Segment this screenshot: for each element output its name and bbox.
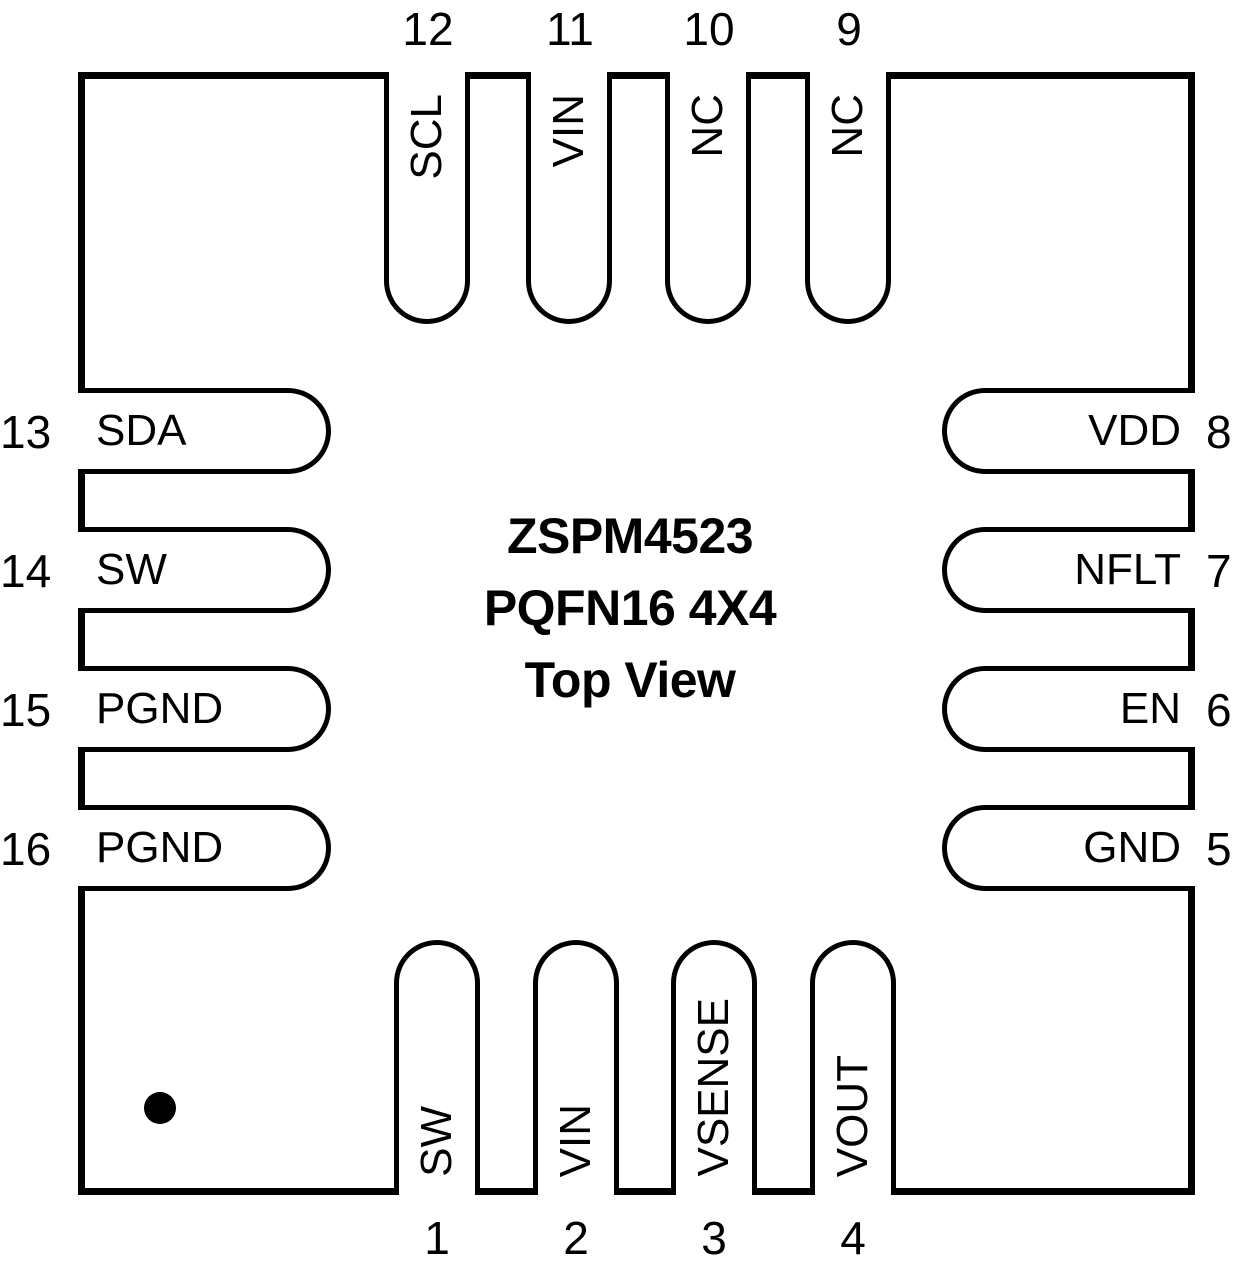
package-marking: ZSPM4523 PQFN16 4X4 Top View bbox=[330, 500, 930, 716]
marking-part-number: ZSPM4523 bbox=[506, 508, 754, 564]
pin-pad-16[interactable]: PGND bbox=[78, 805, 331, 891]
pin-pad-10[interactable]: NC bbox=[665, 72, 751, 324]
pin-pad-13[interactable]: SDA bbox=[78, 388, 331, 474]
pin-pad-9[interactable]: NC bbox=[805, 72, 891, 324]
pin-number-7: 7 bbox=[1206, 545, 1232, 597]
pin-pad-11[interactable]: VIN bbox=[526, 72, 612, 324]
pin-label-1: SW bbox=[412, 1106, 461, 1177]
pin-label-12: SCL bbox=[402, 94, 451, 180]
pin-label-14: SW bbox=[96, 545, 167, 594]
marking-view-orientation: Top View bbox=[524, 652, 736, 708]
pin-pad-3[interactable]: VSENSE bbox=[671, 940, 757, 1195]
pin-pad-15[interactable]: PGND bbox=[78, 666, 331, 752]
pin-pad-6[interactable]: EN bbox=[942, 666, 1195, 752]
package-body-outline bbox=[78, 72, 1195, 1195]
pin-label-11: VIN bbox=[544, 94, 593, 168]
pin-label-10: NC bbox=[683, 94, 732, 158]
pin-number-9: 9 bbox=[836, 3, 862, 55]
pin-label-9: NC bbox=[823, 94, 872, 158]
pin-number-8: 8 bbox=[1206, 406, 1232, 458]
pin-label-6: EN bbox=[1119, 684, 1181, 733]
pin-number-16: 16 bbox=[0, 823, 52, 875]
pin-number-6: 6 bbox=[1206, 684, 1232, 736]
pin-number-11: 11 bbox=[546, 3, 594, 55]
pin-label-5: GND bbox=[1083, 823, 1181, 872]
pin-pad-14[interactable]: SW bbox=[78, 527, 331, 613]
pin-number-4: 4 bbox=[840, 1212, 866, 1264]
pin-number-10: 10 bbox=[683, 3, 735, 55]
pin-label-3: VSENSE bbox=[689, 998, 738, 1177]
pin-pad-4[interactable]: VOUT bbox=[810, 940, 896, 1195]
pin-label-7: NFLT bbox=[1074, 545, 1181, 594]
pin1-indicator-dot bbox=[144, 1092, 176, 1124]
pin-number-15: 15 bbox=[0, 684, 52, 736]
pin-pad-1[interactable]: SW bbox=[394, 940, 480, 1195]
pin-label-4: VOUT bbox=[828, 1054, 877, 1177]
pin-number-14: 14 bbox=[0, 545, 52, 597]
pin-number-3: 3 bbox=[701, 1212, 727, 1264]
pin-label-16: PGND bbox=[96, 823, 224, 872]
pin-pad-2[interactable]: VIN bbox=[533, 940, 619, 1195]
pin-number-1: 1 bbox=[424, 1212, 450, 1264]
pin-number-5: 5 bbox=[1206, 823, 1232, 875]
pin-label-8: VDD bbox=[1088, 406, 1181, 455]
pin-label-2: VIN bbox=[551, 1103, 600, 1177]
pin-pad-12[interactable]: SCL bbox=[384, 72, 470, 324]
pin-number-12: 12 bbox=[402, 3, 454, 55]
pin-pad-8[interactable]: VDD bbox=[942, 388, 1195, 474]
pin-pad-5[interactable]: GND bbox=[942, 805, 1195, 891]
marking-package-type: PQFN16 4X4 bbox=[483, 580, 777, 636]
pin-number-2: 2 bbox=[563, 1212, 589, 1264]
pin-label-13: SDA bbox=[96, 406, 187, 455]
pin-label-15: PGND bbox=[96, 684, 224, 733]
pin-number-13: 13 bbox=[0, 406, 52, 458]
pin-pad-7[interactable]: NFLT bbox=[942, 527, 1195, 613]
